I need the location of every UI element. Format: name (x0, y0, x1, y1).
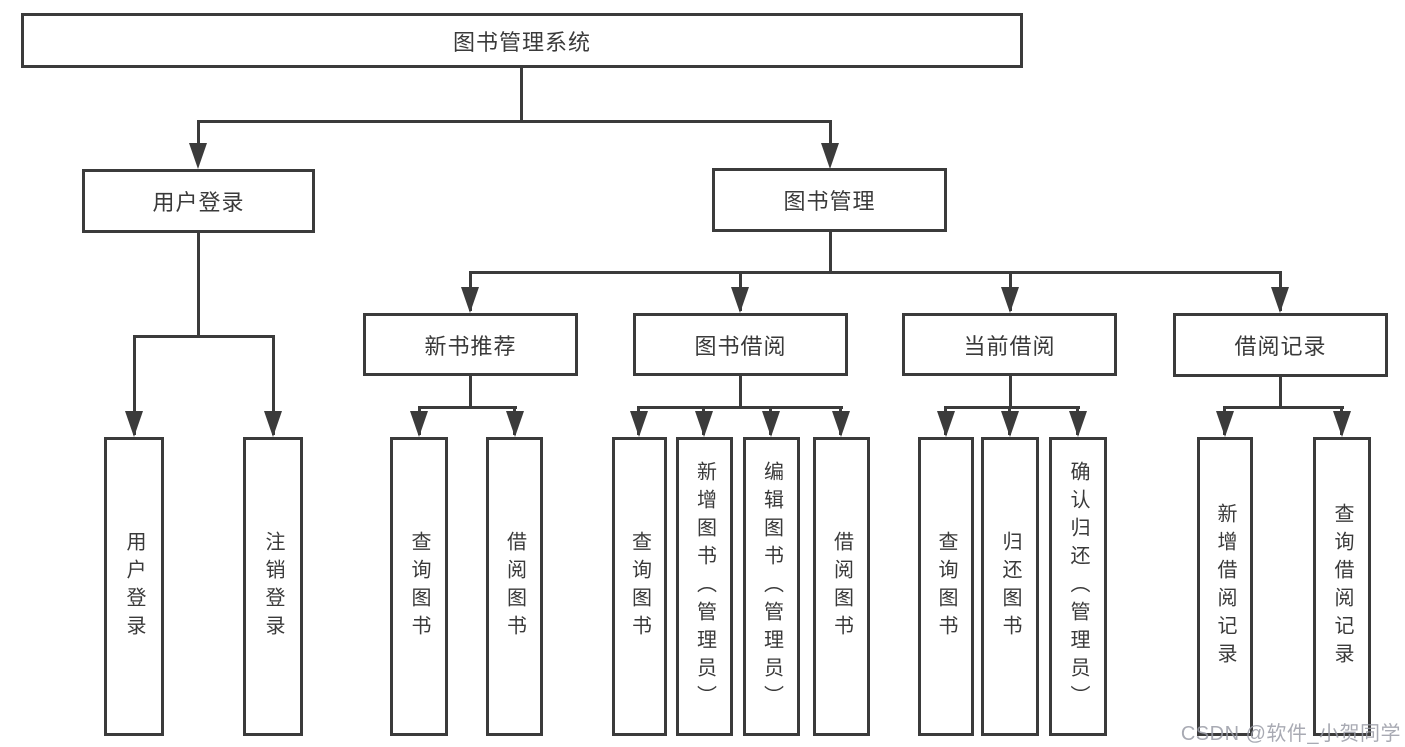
leaf-recommend-borrow-book-label: 借阅图书 (503, 530, 526, 643)
node-book-borrowing-label: 图书借阅 (694, 333, 787, 359)
connector-line (197, 233, 200, 338)
leaf-borrow-search-book: 查询图书 (612, 437, 667, 736)
leaf-borrow-add-book-label: 新增图书（管理员） (693, 460, 716, 713)
node-borrowing-records-label: 借阅记录 (1234, 334, 1327, 359)
node-current-borrowing-label: 当前借阅 (963, 333, 1056, 359)
arrow-down-icon (762, 411, 780, 437)
node-borrowing-records: 借阅记录 (1173, 313, 1388, 377)
node-book-management: 图书管理 (712, 168, 947, 232)
arrow-down-icon (1069, 411, 1087, 437)
connector-line (197, 120, 832, 123)
arrow-down-icon (506, 411, 524, 437)
connector-line (133, 335, 136, 435)
leaf-recommend-search-book: 查询图书 (390, 437, 448, 736)
leaf-records-add-record-label: 新增借阅记录 (1214, 502, 1236, 671)
leaf-current-search-book: 查询图书 (918, 437, 974, 736)
arrow-down-icon (832, 411, 850, 437)
arrow-down-icon (821, 143, 839, 169)
leaf-current-search-book-label: 查询图书 (935, 530, 957, 643)
leaf-borrow-add-book: 新增图书（管理员） (676, 437, 733, 736)
arrow-down-icon (264, 411, 282, 437)
connector-line (829, 120, 832, 150)
connector-line (1279, 377, 1282, 409)
arrow-down-icon (731, 287, 749, 313)
leaf-borrow-edit-book-label: 编辑图书（管理员） (760, 460, 783, 713)
arrow-down-icon (630, 411, 648, 437)
arrow-down-icon (410, 411, 428, 437)
leaf-borrow-search-book-label: 查询图书 (628, 530, 651, 643)
node-new-book-recommend: 新书推荐 (363, 313, 578, 376)
node-book-management-label: 图书管理 (783, 189, 876, 214)
leaf-borrow-borrow-book-label: 借阅图书 (830, 530, 853, 643)
leaf-logout: 注销登录 (243, 437, 303, 736)
leaf-user-login-label: 用户登录 (123, 530, 145, 643)
arrow-down-icon (125, 411, 143, 437)
connector-line (637, 406, 843, 409)
connector-line (944, 406, 1080, 409)
leaf-current-confirm-return: 确认归还（管理员） (1049, 437, 1107, 736)
arrow-down-icon (1001, 287, 1019, 313)
connector-line (197, 120, 200, 150)
leaf-logout-label: 注销登录 (262, 530, 284, 643)
leaf-current-return-book: 归还图书 (981, 437, 1039, 736)
leaf-records-add-record: 新增借阅记录 (1197, 437, 1253, 736)
connector-line (739, 376, 742, 409)
connector-line (272, 335, 275, 435)
arrow-down-icon (695, 411, 713, 437)
arrow-down-icon (461, 287, 479, 313)
node-current-borrowing: 当前借阅 (902, 313, 1117, 376)
connector-line (1223, 406, 1344, 409)
csdn-watermark: CSDN @软件_小贺同学 (1180, 723, 1401, 745)
leaf-current-confirm-return-label: 确认归还（管理员） (1067, 460, 1089, 713)
leaf-records-search-record-label: 查询借阅记录 (1331, 502, 1353, 671)
connector-line (469, 271, 1282, 274)
arrow-down-icon (1216, 411, 1234, 437)
leaf-recommend-borrow-book: 借阅图书 (486, 437, 543, 736)
arrow-down-icon (189, 143, 207, 169)
connector-line (1009, 376, 1012, 409)
leaf-current-return-book-label: 归还图书 (999, 530, 1021, 643)
connector-line (469, 376, 472, 409)
connector-line (418, 406, 517, 409)
arrow-down-icon (1271, 287, 1289, 313)
leaf-borrow-edit-book: 编辑图书（管理员） (743, 437, 800, 736)
leaf-user-login: 用户登录 (104, 437, 164, 736)
arrow-down-icon (937, 411, 955, 437)
leaf-records-search-record: 查询借阅记录 (1313, 437, 1371, 736)
connector-line (829, 232, 832, 274)
node-user-login: 用户登录 (82, 169, 315, 233)
node-book-borrowing: 图书借阅 (633, 313, 848, 376)
node-user-login-label: 用户登录 (152, 190, 245, 215)
node-new-book-recommend-label: 新书推荐 (424, 333, 517, 359)
arrow-down-icon (1333, 411, 1351, 437)
arrow-down-icon (1001, 411, 1019, 437)
connector-line (133, 335, 275, 338)
node-root-label: 图书管理系统 (452, 29, 591, 55)
leaf-recommend-search-book-label: 查询图书 (408, 530, 430, 643)
connector-line (520, 68, 523, 122)
node-root: 图书管理系统 (21, 13, 1023, 68)
leaf-borrow-borrow-book: 借阅图书 (813, 437, 870, 736)
